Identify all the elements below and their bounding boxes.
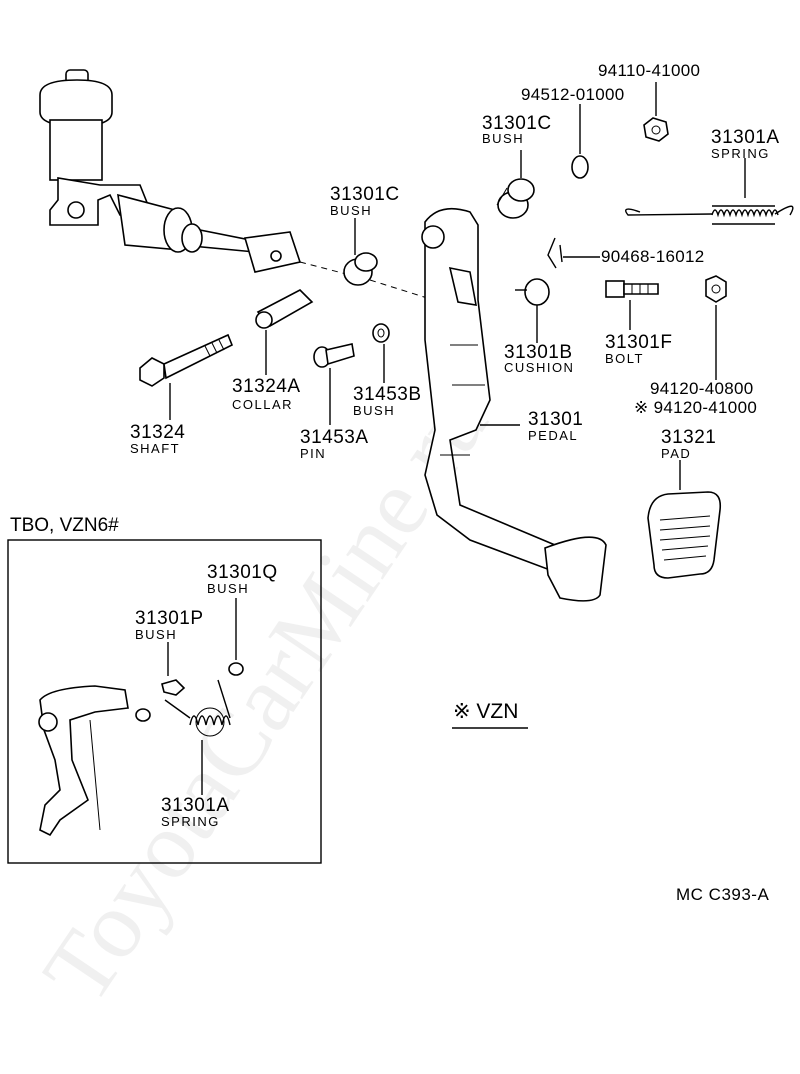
- bush-31453b: [372, 323, 390, 343]
- label-31301b-name: CUSHION: [504, 360, 575, 375]
- label-31301q: 31301Q: [207, 562, 278, 583]
- label-31453b-name: BUSH: [353, 403, 396, 418]
- diagram-code: MC C393-A: [676, 885, 770, 904]
- inset-frame: [7, 539, 322, 864]
- pin-90468: [547, 237, 563, 269]
- label-31301a-inset-name: SPRING: [161, 814, 220, 829]
- spring-31301a-top: [625, 205, 794, 225]
- washer-94512: [571, 155, 589, 179]
- label-31301c-top-name: BUSH: [482, 131, 525, 146]
- bush-31301c-top: [496, 178, 535, 219]
- label-31301p: 31301P: [135, 608, 204, 629]
- label-31301a-inset: 31301A: [161, 795, 230, 816]
- nut-94120: [705, 275, 727, 303]
- label-31301-name: PEDAL: [528, 428, 579, 443]
- label-31324: 31324: [130, 422, 186, 443]
- label-31301a-top: 31301A: [711, 127, 780, 148]
- label-31301c-mid: 31301C: [330, 184, 400, 205]
- label-94120-41000: ※ 94120-41000: [634, 398, 758, 417]
- pedal-31301: [421, 207, 607, 602]
- bolt-31301f: [605, 280, 659, 298]
- label-31453a: 31453A: [300, 427, 369, 448]
- label-31301c-mid-name: BUSH: [330, 203, 373, 218]
- label-94110-41000: 94110-41000: [598, 61, 701, 80]
- label-31301: 31301: [528, 409, 584, 430]
- label-31301c-top: 31301C: [482, 113, 552, 134]
- label-31301q-name: BUSH: [207, 581, 250, 596]
- label-94120-40800: 94120-40800: [650, 379, 754, 398]
- label-90468-16012: 90468-16012: [601, 247, 705, 266]
- shaft-31324: [139, 333, 234, 387]
- inset-bracket: [38, 685, 129, 837]
- label-31324a: 31324A: [232, 376, 301, 397]
- cushion-31301b: [515, 278, 550, 306]
- collar-31324a: [255, 289, 314, 329]
- label-31453a-name: PIN: [300, 446, 327, 461]
- label-31301p-name: BUSH: [135, 627, 178, 642]
- label-31301b: 31301B: [504, 342, 573, 363]
- label-31321-name: PAD: [661, 446, 692, 461]
- pin-31453a: [313, 343, 355, 368]
- label-94512-01000: 94512-01000: [521, 85, 625, 104]
- inset-title: TBO, VZN6#: [10, 515, 119, 536]
- label-31324a-name: COLLAR: [232, 397, 294, 412]
- label-31301f-name: BOLT: [605, 351, 644, 366]
- master-cylinder: [39, 69, 302, 273]
- label-31453b: 31453B: [353, 384, 422, 405]
- pad-31321: [647, 491, 722, 579]
- vzn-note: ※ VZN: [453, 700, 519, 723]
- inset-bush-31301q: [228, 662, 244, 676]
- label-31321: 31321: [661, 427, 717, 448]
- inset-bush-31301p: [135, 679, 186, 722]
- label-31301a-top-name: SPRING: [711, 146, 770, 161]
- inset-spring-31301a: [164, 679, 231, 737]
- label-31301f: 31301F: [605, 332, 673, 353]
- nut-94110: [643, 117, 669, 142]
- label-31324-name: SHAFT: [130, 441, 181, 456]
- bush-31301c-mid: [343, 252, 378, 286]
